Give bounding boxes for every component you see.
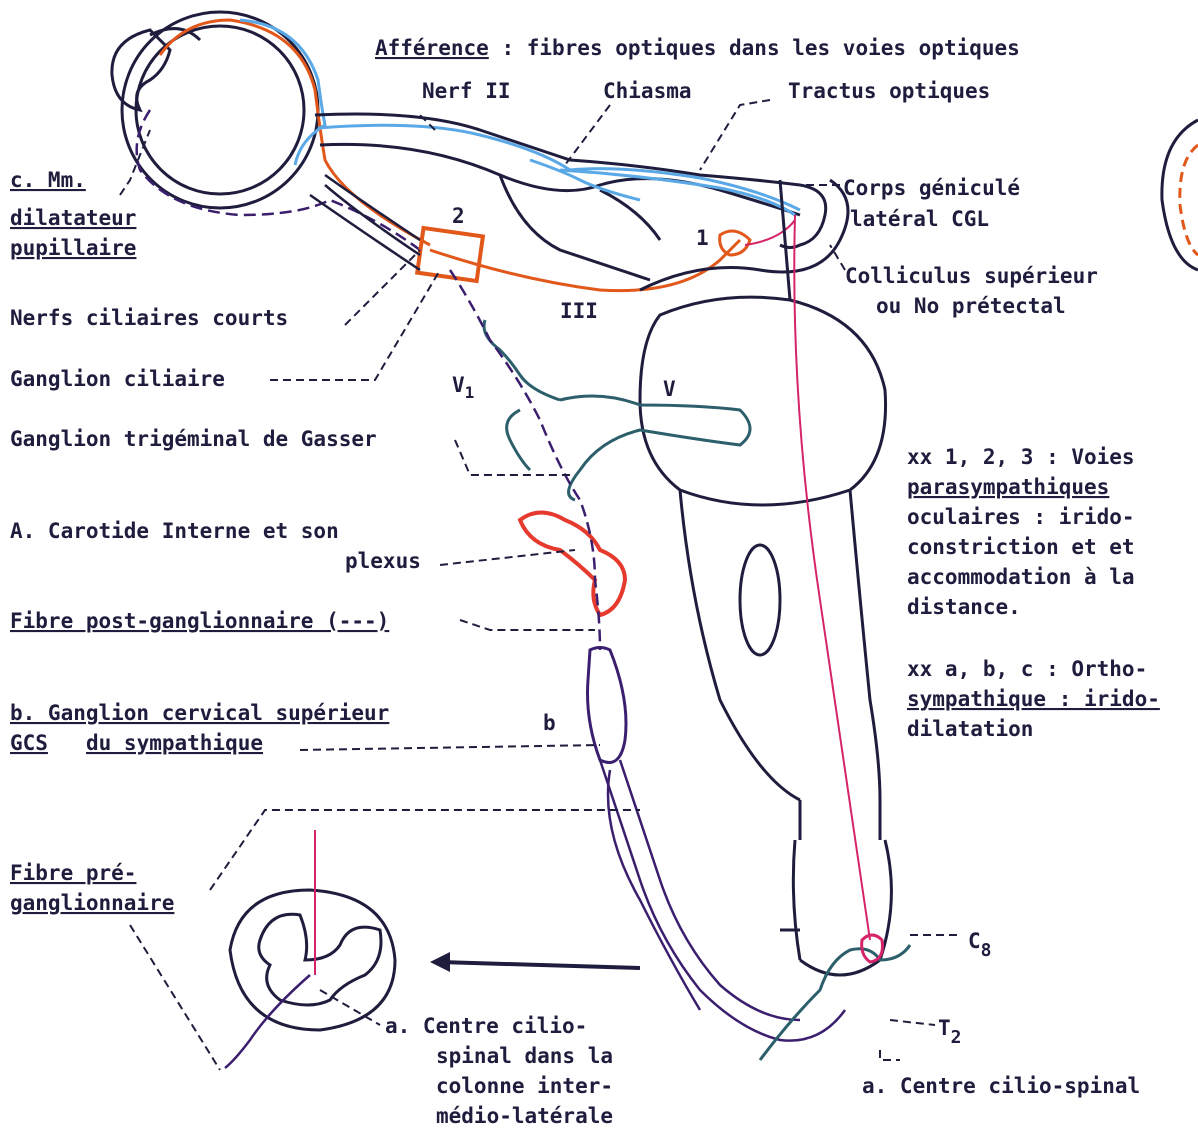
- t2-sub: 2: [951, 1027, 962, 1048]
- label-dilat-1: c. Mm.: [10, 168, 86, 192]
- afference-rest: : fibres optiques dans les voies optique…: [489, 36, 1020, 60]
- label-fibre-post: Fibre post-ganglionnaire (---): [10, 609, 389, 633]
- optic-pathway-outline: [315, 114, 826, 280]
- big-arrow: [440, 962, 640, 968]
- label-num-2: 2: [452, 204, 465, 228]
- xx2-line-2: sympathique : irido-: [907, 687, 1160, 711]
- ciliary-ganglion-box: [417, 228, 483, 281]
- label-coll-1: Colliculus supérieur: [845, 264, 1098, 288]
- internal-carotid: [520, 513, 625, 616]
- label-gcs-1: b. Ganglion cervical supérieur: [10, 701, 389, 725]
- ciliary-nerves: [310, 175, 420, 270]
- xx1-line-2: parasympathiques: [907, 475, 1109, 499]
- label-carotide-1: A. Carotide Interne et son: [10, 519, 339, 543]
- c8-t2-spinal-roots: [760, 945, 910, 1060]
- label-num-1: 1: [696, 226, 709, 250]
- label-centre-4: médio-latérale: [436, 1104, 613, 1128]
- label-cgl-2: latéral CGL: [850, 207, 989, 231]
- label-gcs-3: du sympathique: [86, 731, 263, 755]
- c8-main: C: [968, 929, 981, 953]
- label-centre-3: colonne inter-: [436, 1074, 613, 1098]
- label-coll-2: ou No prétectal: [876, 294, 1066, 318]
- label-ganglion-ciliaire: Ganglion ciliaire: [10, 367, 225, 391]
- label-tractus: Tractus optiques: [788, 79, 990, 103]
- label-chiasma: Chiasma: [603, 79, 692, 103]
- label-centre-1: a. Centre cilio-: [385, 1014, 587, 1038]
- label-centre-right: a. Centre cilio-spinal: [862, 1074, 1140, 1098]
- label-b: b: [543, 711, 556, 735]
- label-t2: T2: [938, 1016, 962, 1048]
- label-dilat-2: dilatateur: [10, 206, 136, 230]
- label-v: V: [663, 377, 676, 401]
- xx2-line-1: xx a, b, c : Ortho-: [907, 657, 1147, 681]
- dilator-fibre: [137, 110, 420, 250]
- right-eye-fragment-orange: [1180, 145, 1198, 255]
- label-c8: C8: [968, 929, 992, 961]
- c8-sub: 8: [981, 940, 992, 961]
- v1-sub: 1: [465, 383, 475, 402]
- sympathetic-trunk: [600, 760, 845, 1041]
- label-carotide-2: plexus: [345, 549, 421, 573]
- label-nerfs-ciliaires: Nerfs ciliaires courts: [10, 306, 288, 330]
- label-gcs-2: GCS: [10, 731, 48, 755]
- label-ganglion-trigeminal: Ganglion trigéminal de Gasser: [10, 427, 377, 451]
- label-cgl-1: Corps géniculé: [843, 176, 1020, 200]
- xx2-line-3: dilatation: [907, 717, 1033, 741]
- xx1-line-4: constriction et et: [907, 535, 1135, 559]
- afference-title: Afférence : fibres optiques dans les voi…: [375, 36, 1020, 60]
- label-v1: V1: [452, 373, 474, 402]
- label-nerf-ii: Nerf II: [422, 79, 511, 103]
- label-iii: III: [560, 299, 598, 323]
- label-centre-2: spinal dans la: [436, 1044, 613, 1068]
- label-fibre-pre-1: Fibre pré-: [10, 861, 136, 885]
- postganglionic-sympathetic: [450, 270, 600, 650]
- oculomotor-orange: [430, 240, 740, 291]
- brainstem-outline: [640, 180, 891, 975]
- spinal-cord-section: [230, 890, 395, 1030]
- optic-nerve-blue: [318, 125, 800, 210]
- edinger-westphal-nucleus: [720, 231, 750, 255]
- leader-lines: [120, 100, 960, 1070]
- xx1-line-6: distance.: [907, 595, 1021, 619]
- xx1-line-1: xx 1, 2, 3 : Voies: [907, 445, 1135, 469]
- pretectal-to-ew-pink: [745, 220, 795, 245]
- big-arrow-head: [430, 952, 450, 972]
- xx1-line-5: accommodation à la: [907, 565, 1135, 589]
- spinal-purple-fibre: [225, 975, 310, 1068]
- label-fibre-pre-2: ganglionnaire: [10, 891, 174, 915]
- v1-main: V: [452, 373, 465, 397]
- xx1-line-3: oculaires : irido-: [907, 505, 1135, 529]
- t2-main: T: [938, 1016, 951, 1040]
- trigeminal-nerve: [484, 320, 750, 500]
- label-dilat-3: pupillaire: [10, 236, 136, 260]
- afference-prefix: Afférence: [375, 36, 489, 60]
